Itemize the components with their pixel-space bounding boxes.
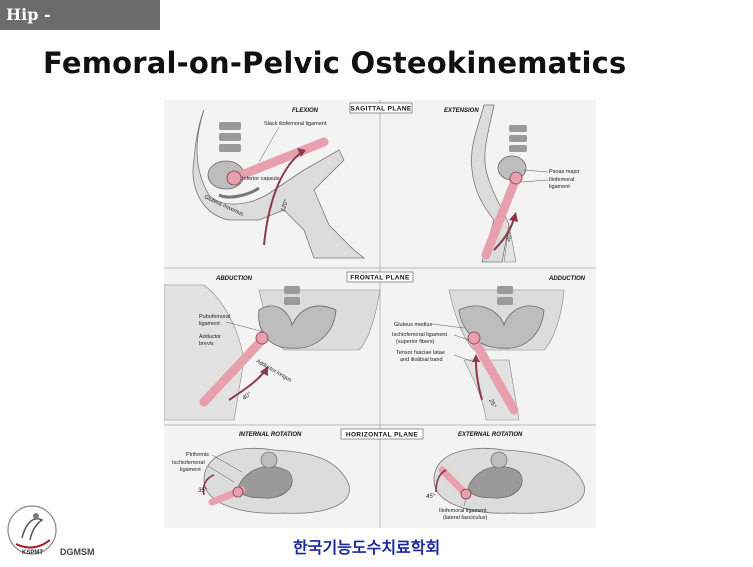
label-iliofemoral-1: Iliofemoral [549, 177, 574, 183]
extension-panel: EXTENSION Psoas major Iliofemoral ligame… [444, 104, 580, 263]
label-inferior-capsule: Inferior capsule [242, 176, 280, 182]
adduction-header: ADDUCTION [548, 276, 586, 282]
horizontal-plane-label: HORIZONTAL PLANE [346, 432, 419, 439]
abduction-panel: ABDUCTION Pubofemoral ligament Adductor … [164, 276, 381, 421]
external-rotation-header: EXTERNAL ROTATION [458, 432, 523, 438]
logo-emblem-icon: KSPMT DGMSM [7, 505, 95, 557]
label-adductor-longus: Adductor longus [255, 359, 293, 384]
label-iliofemoral-ext-1: Iliofemoral ligament [439, 508, 487, 514]
label-adductor-brevis-2: brevis [199, 341, 214, 347]
label-adductor-brevis-1: Adductor [199, 334, 221, 340]
label-slack-iliofemoral: Slack iliofemoral ligament [264, 121, 327, 127]
angle-external: 45° [426, 494, 436, 500]
abduction-header: ABDUCTION [215, 276, 253, 282]
frontal-plane-label: FRONTAL PLANE [350, 275, 410, 282]
label-tensor-2: and iliotibial band [400, 357, 443, 363]
external-rotation-panel: EXTERNAL ROTATION Iliofemoral ligament (… [426, 432, 585, 521]
label-iliofemoral-2: ligament [549, 184, 570, 190]
anatomy-illustration: FLEXION Slack iliofemoral ligament Infer… [164, 100, 596, 528]
page-title: Femoral-on-Pelvic Osteokinematics [43, 46, 627, 80]
organization-name: 한국기능도수치료학회 [293, 538, 441, 557]
osteokinematics-figure: FLEXION Slack iliofemoral ligament Infer… [164, 100, 596, 528]
section-tag: Hip - Kinesiology [0, 0, 160, 54]
extension-header: EXTENSION [444, 108, 479, 114]
label-ischiofemoral-internal-2: ligament [180, 467, 201, 473]
angle-adduction: 25° [487, 397, 497, 409]
label-piriformis: Piriformis [186, 452, 209, 458]
logo-circle-text: KSPMT [22, 550, 43, 556]
label-pubofemoral-2: ligament [199, 321, 220, 327]
label-psoas-major: Psoas major [549, 169, 580, 175]
internal-rotation-panel: INTERNAL ROTATION Piriformis Ischiofemor… [172, 432, 350, 514]
label-gluteus-medius: Gluteus medius [394, 322, 432, 328]
label-ischiofemoral-superior-1: Ischiofemoral ligament [392, 332, 447, 338]
angle-abduction: 40° [242, 391, 253, 401]
angle-flexion: 120° [280, 198, 290, 212]
flexion-panel: FLEXION Slack iliofemoral ligament Infer… [192, 108, 366, 259]
label-ischiofemoral-internal-1: Ischiofemoral [172, 460, 205, 466]
label-pubofemoral-1: Pubofemoral [199, 314, 230, 320]
label-ischiofemoral-superior-2: (superior fibers) [396, 339, 435, 345]
logo-side-text: DGMSM [60, 547, 95, 557]
angle-extension: 20° [505, 232, 515, 244]
angle-internal: 35° [198, 488, 208, 494]
label-iliofemoral-ext-2: (lateral fasciculus) [443, 515, 487, 521]
sagittal-plane-label: SAGITTAL PLANE [350, 106, 412, 113]
flexion-header: FLEXION [292, 108, 319, 114]
adduction-panel: ADDUCTION Gluteus medius Ischiofemoral l… [392, 276, 586, 421]
internal-rotation-header: INTERNAL ROTATION [239, 432, 302, 438]
kspmt-logo: KSPMT DGMSM [4, 500, 112, 562]
label-tensor-1: Tensor fasciae latae [396, 350, 445, 356]
